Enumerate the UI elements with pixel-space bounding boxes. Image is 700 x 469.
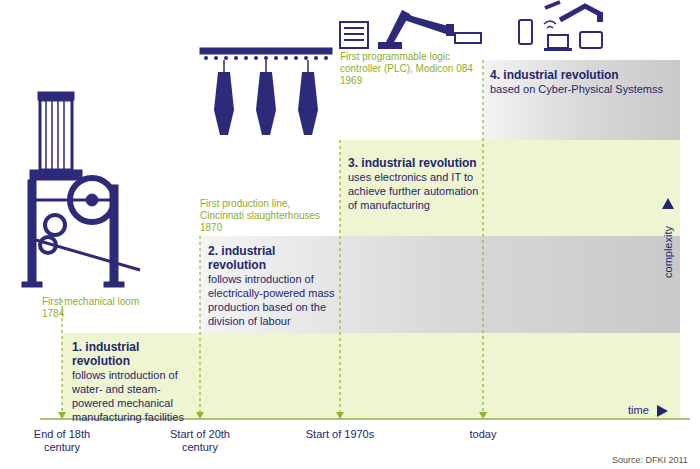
revolution-step: 1. industrial revolutionfollows introduc… bbox=[72, 340, 197, 424]
loom-illustration bbox=[22, 92, 140, 287]
band bbox=[483, 60, 680, 140]
band bbox=[340, 140, 680, 236]
revolution-step: 2. industrial revolutionfollows introduc… bbox=[208, 244, 336, 328]
step-heading: 3. industrial revolution bbox=[348, 156, 480, 170]
illustration-caption: 1969 bbox=[340, 75, 362, 87]
time-marker: Start of 20th century bbox=[160, 428, 240, 454]
time-marker: End of 18th century bbox=[22, 428, 102, 454]
axis-label: time bbox=[628, 404, 649, 416]
step-heading: 4. industrial revolution bbox=[490, 68, 670, 82]
step-description: follows introduction of water- and steam… bbox=[72, 368, 197, 424]
illustration-caption: 1870 bbox=[200, 222, 222, 234]
step-heading: 2. industrial revolution bbox=[208, 244, 336, 272]
step-heading: 1. industrial revolution bbox=[72, 340, 197, 368]
revolution-step: 4. industrial revolutionbased on Cyber-P… bbox=[490, 68, 670, 96]
production-line-illustration bbox=[200, 48, 332, 135]
axis-label: complexity bbox=[662, 226, 674, 278]
time-arrow bbox=[657, 405, 668, 417]
time-marker: today bbox=[470, 428, 497, 441]
plc-illustration bbox=[340, 10, 481, 49]
step-description: follows introduction of electrically-pow… bbox=[208, 272, 336, 328]
step-description: based on Cyber-Physical Systemss bbox=[490, 82, 670, 96]
cyber-physical-illustration bbox=[519, 2, 603, 51]
source-note: Source: DFKI 2011 bbox=[612, 454, 688, 466]
complexity-arrow bbox=[662, 198, 674, 209]
illustration-caption: 1784 bbox=[42, 308, 64, 320]
era-lines bbox=[62, 60, 483, 414]
band bbox=[200, 236, 680, 333]
revolution-step: 3. industrial revolutionuses electronics… bbox=[348, 156, 480, 212]
illustration-caption: First production line, Cincinnati slaugh… bbox=[200, 198, 335, 222]
step-description: uses electronics and IT to achieve furth… bbox=[348, 170, 480, 212]
illustration-caption: First programmable logic controller (PLC… bbox=[340, 51, 485, 75]
illustration-caption: First mechanical loom bbox=[42, 296, 139, 308]
time-marker: Start of 1970s bbox=[306, 428, 375, 441]
